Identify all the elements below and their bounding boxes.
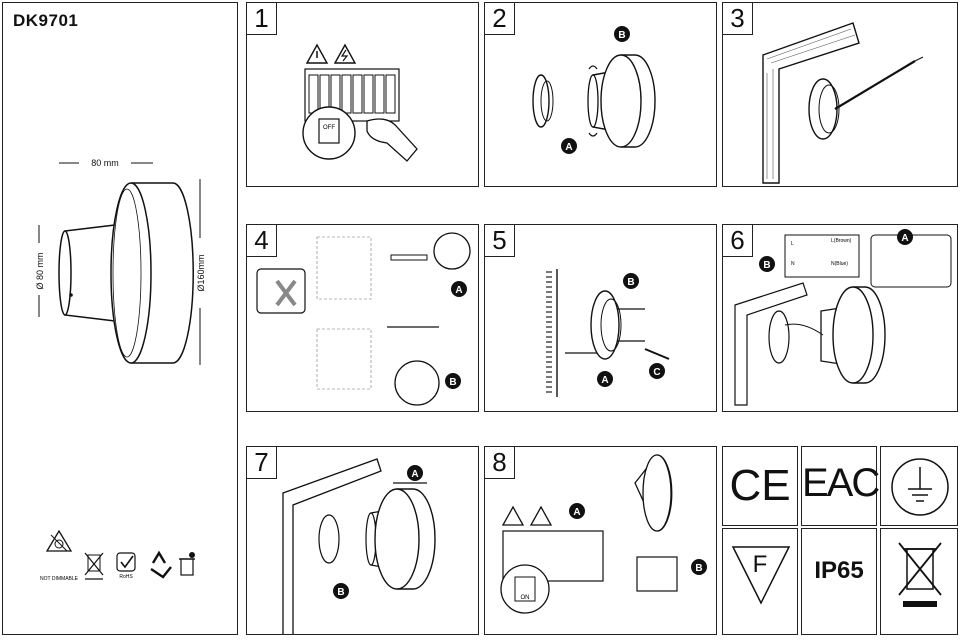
remove-cover-illustration: B A <box>532 26 656 154</box>
step-2-panel: 2 B A <box>484 2 717 187</box>
marker-a-icon <box>897 229 913 245</box>
no-wet-wall-icon <box>256 268 306 314</box>
marker-a-icon <box>569 503 585 519</box>
marker-c-icon <box>649 363 665 379</box>
svg-text:B: B <box>449 377 456 388</box>
marker-b-icon <box>614 26 630 42</box>
step-3-panel: 3 <box>722 2 958 187</box>
ground-icon <box>880 446 958 526</box>
drill-and-plug-illustration: A B <box>256 232 471 406</box>
svg-text:B: B <box>695 563 702 574</box>
marker-b-icon <box>333 583 349 599</box>
no-cover-icon <box>84 552 104 580</box>
svg-text:B: B <box>627 277 634 288</box>
step-number: 4 <box>247 225 277 257</box>
svg-text:A: A <box>455 285 462 296</box>
not-dimmable-icon: NOT DIMMABLE <box>40 529 79 582</box>
warning-icon <box>501 505 525 526</box>
step-1-panel: 1 OFF <box>246 2 479 187</box>
svg-text:OFF: OFF <box>323 125 335 131</box>
electric-hazard-icon <box>529 505 553 526</box>
step-number: 3 <box>723 3 753 35</box>
svg-text:A: A <box>573 507 580 518</box>
mount-base-illustration: B A C <box>546 269 670 397</box>
marker-a-icon <box>561 138 577 154</box>
ce-mark: CE <box>722 446 798 526</box>
marker-a-icon <box>451 281 467 297</box>
svg-text:A: A <box>601 375 608 386</box>
marker-b-icon <box>759 256 775 272</box>
mark-drill-holes-illustration <box>762 22 924 184</box>
eac-mark: EAC <box>801 446 880 526</box>
switch-on-power-illustration: A ON B <box>500 454 707 614</box>
depth-dimension: Ø 80 mm <box>35 252 45 289</box>
svg-text:NOT DIMMABLE: NOT DIMMABLE <box>40 576 79 582</box>
diameter-dimension: Ø160mm <box>196 254 206 291</box>
svg-text:N(Blue): N(Blue) <box>831 261 848 267</box>
step-number: 1 <box>247 3 277 35</box>
marker-b-icon <box>623 273 639 289</box>
svg-text:L(Brown): L(Brown) <box>831 238 852 244</box>
svg-text:ON: ON <box>521 595 530 601</box>
svg-text:A: A <box>565 142 572 153</box>
warning-icon <box>305 43 329 64</box>
wiring-illustration: L N L(Brown) N(Blue) B A <box>734 229 952 406</box>
model-number: DK9701 <box>13 11 79 30</box>
svg-text:B: B <box>337 587 344 598</box>
svg-text:N: N <box>791 261 795 267</box>
rohs-icon: RoHS <box>116 552 136 580</box>
step-8-panel: 8 A ON B <box>484 446 717 635</box>
marker-b-icon <box>691 559 707 575</box>
svg-text:RoHS: RoHS <box>119 574 133 580</box>
step-number: 2 <box>485 3 515 35</box>
switch-off-power-illustration: OFF <box>302 43 418 162</box>
step-number: 8 <box>485 447 515 479</box>
step-5-panel: 5 B A C <box>484 224 717 412</box>
step-number: 6 <box>723 225 753 257</box>
product-dimension-drawing: 80 mm Ø 80 mm Ø160mm NOT DIMMABLE <box>35 158 206 582</box>
step-6-panel: 6 L N L(Brown) N(Blue) B A <box>722 224 958 412</box>
electric-hazard-icon <box>333 43 357 64</box>
step-number: 5 <box>485 225 515 257</box>
hand-icon <box>366 118 418 162</box>
marker-a-icon <box>407 465 423 481</box>
svg-text:C: C <box>653 367 660 378</box>
trash-bin-icon <box>179 552 195 576</box>
step-number: 7 <box>247 447 277 479</box>
wall-switch-icon <box>636 556 678 592</box>
step-4-panel: 4 A B <box>246 224 479 412</box>
step-7-panel: 7 A B <box>246 446 479 635</box>
svg-text:A: A <box>411 469 418 480</box>
recycle-icon <box>150 550 172 579</box>
marker-a-icon <box>597 371 613 387</box>
weee-icon <box>880 528 958 635</box>
drill-icon <box>433 232 471 270</box>
marker-b-icon <box>445 373 461 389</box>
svg-text:B: B <box>618 30 625 41</box>
svg-text:A: A <box>901 233 908 244</box>
product-overview-panel: DK9701 80 mm Ø 80 mm Ø160mm NOT DIMMABLE <box>2 2 238 635</box>
svg-text:B: B <box>763 260 770 271</box>
svg-text:L: L <box>791 241 794 247</box>
fix-cover-illustration: A B <box>282 458 436 634</box>
ip-rating: IP65 <box>801 528 877 635</box>
width-dimension: 80 mm <box>91 158 119 168</box>
f-mark: F <box>722 528 798 635</box>
hammer-icon <box>394 360 440 406</box>
